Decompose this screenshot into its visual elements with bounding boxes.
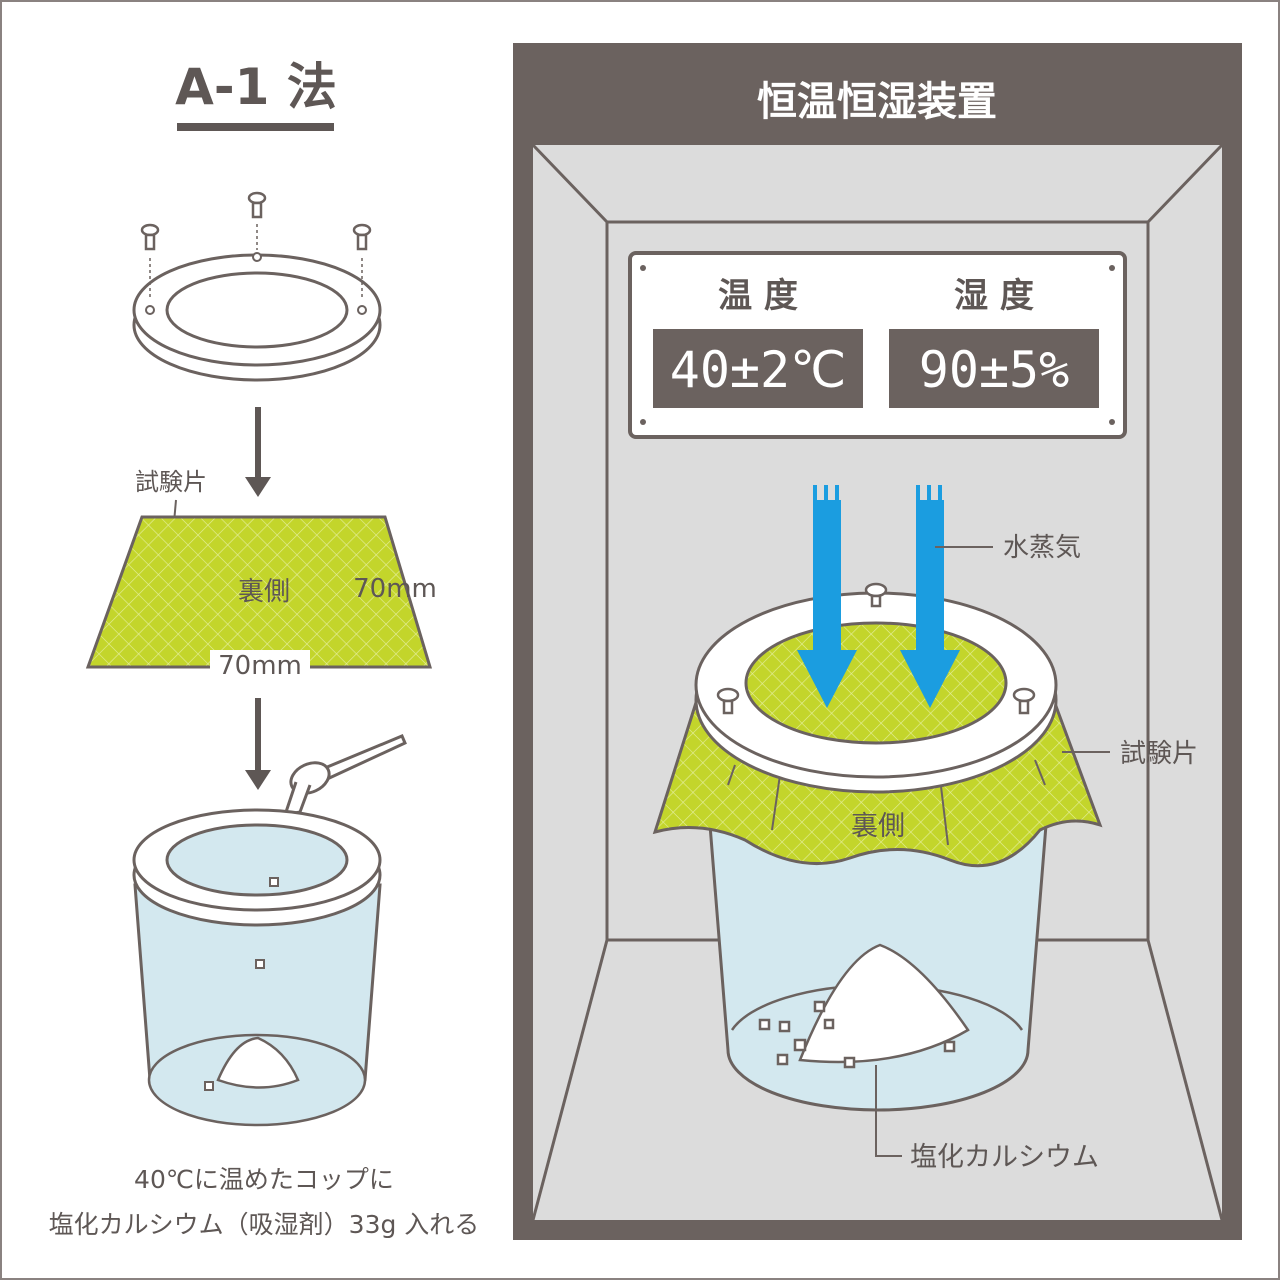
humidity-value: 90±5%	[919, 341, 1070, 399]
chamber-title: 恒温恒湿装置	[757, 79, 997, 125]
dimension-bottom-label: 70mm	[218, 651, 302, 681]
specimen-label: 試験片	[135, 468, 207, 496]
vapor-arrow-icon	[900, 485, 960, 708]
specimen-sheet	[85, 515, 433, 669]
specimen-label: 試験片	[1120, 739, 1198, 769]
caption-line-1: 40℃に温めたコップに	[134, 1165, 394, 1194]
caption-line-2: 塩化カルシウム（吸湿剤）33g 入れる	[49, 1210, 480, 1239]
left-procedure: A-1 法 試験片 裏側 70mm 70mm	[49, 58, 480, 1239]
cup-with-desiccant	[132, 808, 382, 1127]
clamp-ring	[132, 252, 382, 382]
down-arrow-icon	[245, 407, 271, 497]
back-side-label: 裏側	[851, 811, 905, 842]
humidity-chamber: 恒温恒湿装置 温 度 湿 度 40±2℃ 90±5%	[513, 43, 1242, 1240]
temperature-value: 40±2℃	[670, 341, 847, 399]
vapor-label: 水蒸気	[1003, 533, 1081, 563]
temperature-display	[653, 329, 863, 408]
vapor-arrow-icon	[797, 485, 857, 708]
test-cup	[652, 582, 1103, 1112]
back-side-label: 裏側	[238, 577, 290, 607]
control-panel: 温 度 湿 度 40±2℃ 90±5%	[628, 251, 1127, 439]
humidity-display	[889, 329, 1099, 408]
desiccant-label: 塩化カルシウム	[910, 1142, 1099, 1173]
method-title: A-1 法	[175, 58, 337, 116]
title-underline	[177, 123, 334, 131]
dimension-side-label: 70mm	[353, 574, 437, 604]
spoon-icon	[282, 734, 407, 817]
humidity-label: 湿 度	[954, 276, 1034, 316]
down-arrow-icon	[245, 698, 271, 790]
screw-icon	[140, 191, 372, 300]
temperature-label: 温 度	[718, 276, 798, 316]
